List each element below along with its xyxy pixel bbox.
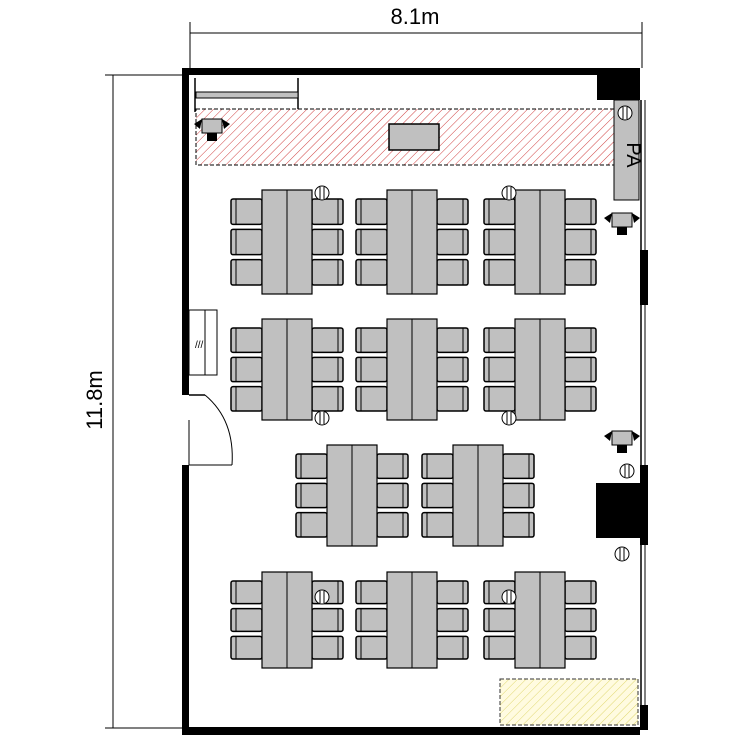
table-group bbox=[355, 189, 469, 295]
outlet-icon bbox=[619, 463, 635, 479]
table-group bbox=[483, 318, 597, 421]
reserved-area bbox=[499, 678, 639, 726]
outlet-icon bbox=[314, 185, 330, 201]
table-group bbox=[355, 318, 469, 421]
svg-text:///: /// bbox=[195, 340, 204, 351]
width-dimension: 8.1m bbox=[189, 4, 643, 70]
speaker-icon bbox=[604, 212, 640, 235]
door[interactable] bbox=[188, 394, 233, 466]
width-label: 8.1m bbox=[391, 4, 440, 29]
table-group bbox=[230, 571, 344, 669]
table-group bbox=[295, 444, 409, 547]
walls bbox=[182, 68, 648, 735]
outlet-icon bbox=[501, 589, 517, 605]
outlet-icon bbox=[617, 105, 633, 121]
speaker-icon bbox=[604, 430, 640, 453]
outlet-icon bbox=[501, 185, 517, 201]
table-group bbox=[483, 571, 597, 669]
table-group bbox=[421, 444, 535, 547]
outlet-icon bbox=[501, 410, 517, 426]
outlet-icon bbox=[614, 546, 630, 562]
outlet-icon bbox=[314, 589, 330, 605]
pa-label: PA bbox=[622, 142, 644, 168]
wall-shelf: /// bbox=[188, 309, 218, 376]
table-group bbox=[230, 189, 344, 295]
height-dimension: 11.8m bbox=[82, 74, 185, 729]
pillar bbox=[596, 483, 642, 538]
table-group bbox=[483, 189, 597, 295]
table-group bbox=[355, 571, 469, 669]
outlet-icon bbox=[314, 410, 330, 426]
height-label: 11.8m bbox=[82, 370, 107, 430]
lectern bbox=[388, 123, 440, 151]
whiteboard bbox=[194, 78, 299, 112]
speaker-icon bbox=[194, 118, 230, 141]
table-group bbox=[230, 318, 344, 421]
